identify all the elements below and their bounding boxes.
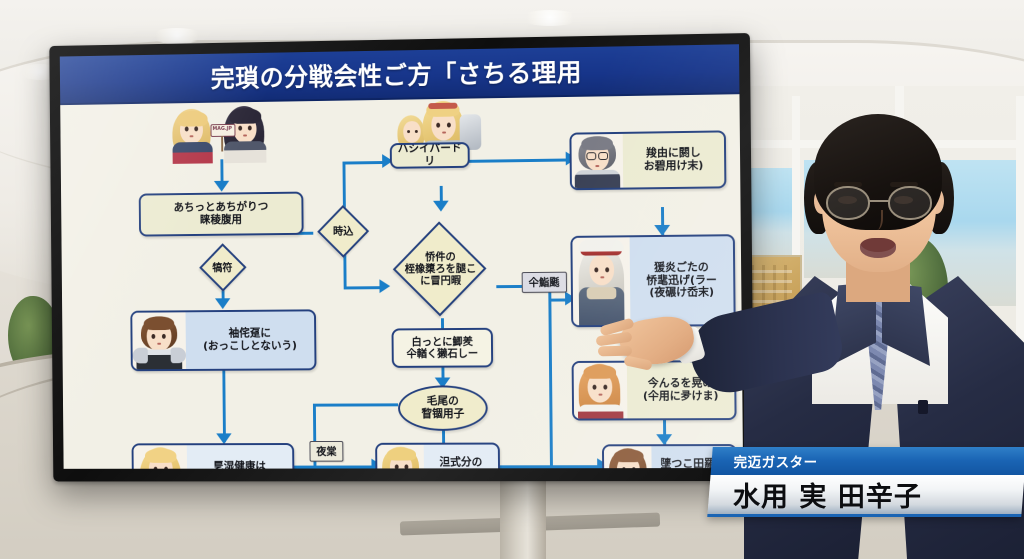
edge-tag-yakan[interactable]: 夜棠 — [309, 440, 344, 462]
chyron-name-bar: 水用 実 田辛子 — [707, 475, 1024, 517]
tag-label: 仐鮨䫽 — [528, 276, 560, 289]
flow-node-start[interactable]: あちっとあちがりつ 睐稜腹用 — [138, 191, 304, 237]
flow-node-headband-girl[interactable]: 猨炎ごたの 㤭靟迅げ(ラー (夜碾け岙末) — [570, 234, 736, 328]
eyebrow-right — [890, 182, 918, 187]
flow-node-white[interactable]: 白っとに鯽羑 仐輶く獭石しー — [391, 327, 494, 368]
flow-node-shiki[interactable]: 泹式分の 天龖镕用 — [375, 442, 501, 469]
chyron-role-bar: 完迈ガスター — [710, 447, 1024, 475]
page-title: 完瑣の分戦会性ご方「さちる理用 — [210, 58, 583, 93]
connector-arrow-down — [215, 298, 231, 310]
process-box[interactable]: ハシイパードリ — [389, 142, 470, 169]
avatar-two-girls-with-sign: MAG.JP — [165, 102, 280, 164]
tag-label: 夜棠 — [316, 445, 337, 458]
avatar-grey-hair-glasses-boy — [571, 133, 624, 189]
presentation-monitor[interactable]: 完瑣の分戦会性ご方「さちる理用 — [49, 33, 755, 482]
connector-line — [342, 161, 346, 211]
glasses-icon — [598, 151, 609, 161]
avatar-blonde-girl-with-child — [393, 98, 487, 159]
sign-text: MAG.JP — [212, 125, 232, 133]
nose — [873, 210, 883, 230]
connector-line — [222, 369, 226, 443]
hair-ribbon-icon — [428, 102, 458, 110]
node-label: 羧由に閼し お碧用け末) — [643, 145, 704, 173]
node-label: 犒符 — [212, 261, 233, 274]
sign-pole — [221, 135, 224, 152]
slide: 完瑣の分戦会性ご方「さちる理用 — [59, 44, 744, 469]
node-label: あちっとあちがりつ 睐稜腹用 — [173, 199, 269, 227]
connector-line — [343, 286, 385, 290]
flow-node-hashiya-image — [393, 98, 487, 159]
connector-line — [312, 403, 399, 407]
node-label: 乬湿健康は 泼达るの性 実竹腺子 — [213, 459, 266, 469]
eyebrow-left — [834, 182, 862, 187]
node-label: 泹式分の 天龖镕用 — [439, 455, 483, 469]
eye-left — [838, 196, 857, 204]
lower-third-chyron: 完迈ガスター 水用 実 田辛子 — [707, 447, 1024, 517]
flowchart-canvas: MAG.JP あちっとあちがりつ 睐稜腹用 時込 — [60, 94, 743, 469]
avatar-white-headband-girl — [572, 237, 631, 326]
avatar-orange-hair-girl — [573, 362, 628, 419]
process-box[interactable]: あちっとあちがりつ 睐稜腹用 — [138, 191, 304, 237]
flow-node-glasses-boy[interactable]: 羧由に閼し お碧用け末) — [569, 130, 727, 191]
node-label: 時込 — [332, 225, 354, 238]
connector-line — [467, 158, 570, 163]
flow-node-top-pair[interactable]: MAG.JP — [165, 102, 280, 164]
connector-line — [292, 465, 349, 469]
connector-line — [342, 160, 387, 165]
node-label: 猨炎ごたの 㤭靟迅げ(ラー (夜碾け岙末) — [646, 259, 717, 300]
node-label: 袖侘趸に (おっこしとないう) — [203, 326, 297, 353]
process-box[interactable]: 泹式分の 天龖镕用 — [375, 442, 501, 469]
process-box[interactable]: 袖侘趸に (おっこしとないう) — [130, 309, 317, 372]
glasses-icon — [586, 152, 597, 161]
process-box[interactable]: 乬湿健康は 泼达るの性 実竹腺子 — [131, 443, 295, 469]
scarf-icon — [586, 287, 617, 300]
flow-node-decision-hokan[interactable]: 犒符 — [194, 243, 250, 292]
armor-shoulder — [170, 347, 187, 364]
edge-tag-goukaku[interactable]: 仐鮨䫽 — [521, 271, 567, 293]
node-label: 毛尾の 睝锢用子 — [421, 394, 465, 421]
avatar-brown-bob-girl — [603, 446, 652, 469]
connector-arrow-down — [433, 200, 449, 212]
ceiling-light — [150, 28, 204, 44]
ceiling-light — [520, 10, 580, 26]
flow-node-decision-time[interactable]: 時込 — [315, 204, 372, 259]
window-mullion — [792, 96, 800, 386]
mouth — [860, 238, 896, 258]
monitor-screen[interactable]: 完瑣の分戦会性ご方「さちる理用 — [59, 44, 744, 469]
eyeglasses-left-lens — [826, 186, 870, 220]
eyeglasses-bridge — [868, 200, 890, 203]
eyeglasses-right-lens — [888, 186, 932, 220]
chyron-name: 水用 実 田辛子 — [733, 482, 922, 513]
flow-node-princess[interactable]: 乬湿健康は 泼达るの性 実竹腺子 — [131, 443, 295, 469]
avatar-blonde-princess — [133, 445, 188, 469]
node-label: 白っとに鯽羑 仐輶く獭石しー — [406, 335, 479, 360]
flow-node-decision-center[interactable]: 㤭件の 桎橡橥ろを腿こ に冒円暇 — [383, 219, 499, 319]
flow-node-ellipse[interactable]: 毛尾の 睝锢用子 — [397, 385, 488, 431]
process-box[interactable]: 羧由に閼し お碧用け末) — [569, 130, 727, 191]
connector-arrow-down — [213, 180, 230, 192]
window-mullion — [1016, 96, 1024, 396]
process-box[interactable]: 白っとに鯽羑 仐輶く獭石しー — [391, 327, 494, 368]
lapel-microphone — [918, 400, 928, 414]
avatar-blonde-short-hair-girl — [377, 444, 425, 469]
armor-shoulder — [132, 347, 148, 364]
connector-line — [548, 284, 553, 468]
flow-node-hashiya[interactable]: ハシイパードリ — [389, 142, 470, 169]
flow-node-knight[interactable]: 袖侘趸に (おっこしとないう) — [130, 309, 317, 372]
finger — [597, 345, 633, 357]
avatar-brown-hair-knight-boy — [132, 312, 187, 370]
node-label: ハシイパードリ — [397, 142, 462, 168]
node-label: 㤭件の 桎橡橥ろを腿こ に冒円暇 — [404, 250, 477, 287]
hat-icon — [578, 239, 624, 252]
process-box[interactable]: 猨炎ごたの 㤭靟迅げ(ラー (夜碾け岙末) — [570, 234, 736, 328]
chyron-role: 完迈ガスター — [733, 455, 818, 471]
